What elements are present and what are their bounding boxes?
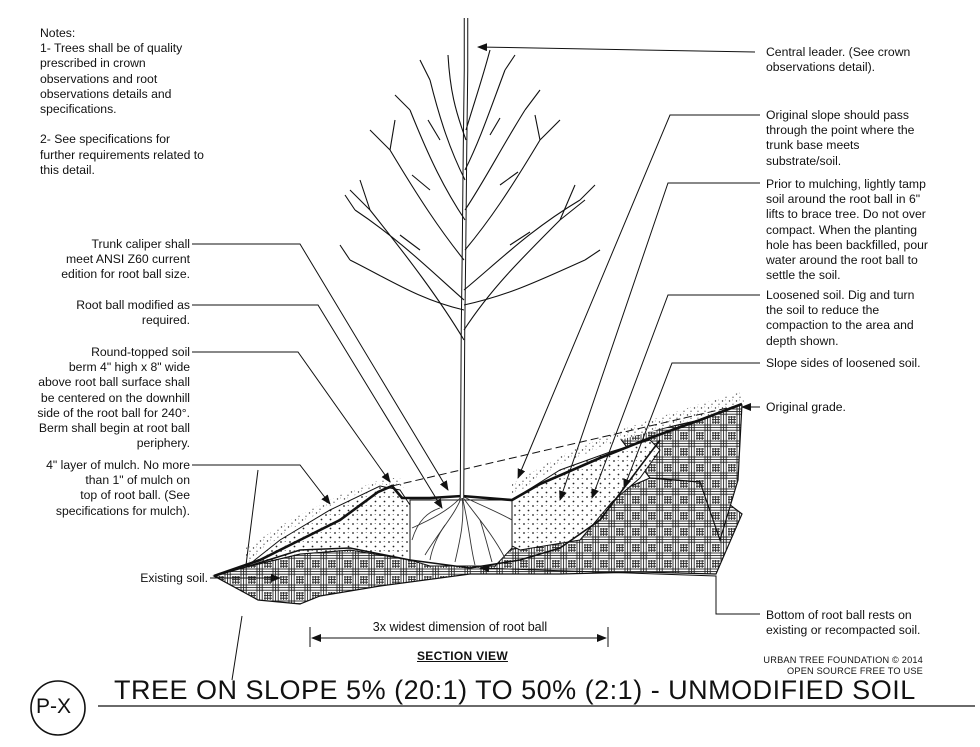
drawing-title: TREE ON SLOPE 5% (20:1) TO 50% (2:1) - U… xyxy=(114,675,916,705)
label-trunk-caliper: Trunk caliper shall meet ANSI Z60 curren… xyxy=(61,237,190,282)
roots xyxy=(411,495,513,566)
label-mulch-layer: 4" layer of mulch. No more than 1" of mu… xyxy=(46,458,190,518)
loosened-bottom xyxy=(245,439,661,569)
detail-badge-text: P-X xyxy=(36,695,72,718)
leader-central xyxy=(477,43,756,53)
label-existing-soil: Existing soil. xyxy=(140,571,208,585)
leader-caliper xyxy=(192,243,449,491)
leader-mulch xyxy=(192,464,331,505)
label-soil-berm: Round-topped soil berm 4" high x 8" wide… xyxy=(37,345,190,451)
dimension-label: 3x widest dimension of root ball xyxy=(372,620,548,634)
leader-loosened xyxy=(591,294,760,499)
label-bottom-root-ball: Bottom of root ball rests on existing or… xyxy=(766,608,921,638)
credit-line: URBAN TREE FOUNDATION © 2014 OPEN SOURCE… xyxy=(763,655,923,676)
label-central-leader: Central leader. (See crown observations … xyxy=(766,45,911,75)
leader-berm xyxy=(192,351,391,483)
label-tamp-soil: Prior to mulching, lightly tamp soil aro… xyxy=(766,177,928,283)
detail-badge-circle xyxy=(30,680,86,736)
label-original-slope: Original slope should pass through the p… xyxy=(766,108,915,168)
section-view-label: SECTION VIEW xyxy=(417,649,508,663)
loosened-soil-right xyxy=(511,439,661,551)
label-slope-sides: Slope sides of loosened soil. xyxy=(766,356,921,370)
crown-branches xyxy=(339,49,601,341)
leader-tamp xyxy=(559,182,760,501)
leader-bottom xyxy=(479,564,760,615)
leader-root-ball xyxy=(192,304,443,509)
label-original-grade: Original grade. xyxy=(766,400,846,414)
label-loosened-soil: Loosened soil. Dig and turn the soil to … xyxy=(766,288,915,348)
grade-line xyxy=(213,402,743,578)
label-root-ball-modified: Root ball modified as required. xyxy=(76,298,190,328)
leader-original-slope xyxy=(517,114,760,479)
notes-block: Notes: 1- Trees shall be of quality pres… xyxy=(40,26,204,177)
leader-slope-sides xyxy=(623,362,760,489)
dimension-line xyxy=(309,627,609,647)
